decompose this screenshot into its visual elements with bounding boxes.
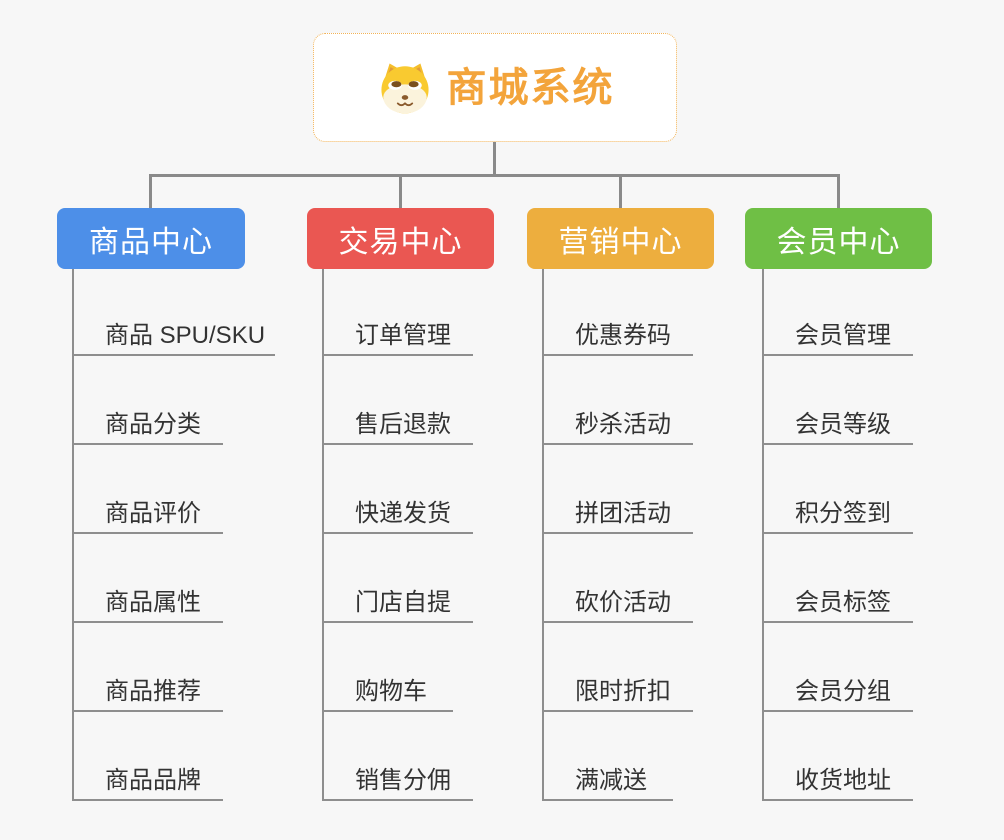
leaf-points-checkin[interactable]: 积分签到 — [762, 494, 913, 534]
leaf-product-category[interactable]: 商品分类 — [72, 405, 223, 445]
leaf-member-group[interactable]: 会员分组 — [762, 672, 913, 712]
leaf-member-level[interactable]: 会员等级 — [762, 405, 913, 445]
root-title: 商城系统 — [446, 65, 615, 110]
branch-trunk-2 — [322, 269, 324, 801]
branch-trunk-4 — [762, 269, 764, 801]
branch-node-member-center[interactable]: 会员中心 — [745, 208, 932, 269]
doge-icon — [380, 63, 429, 113]
root-node[interactable]: 商城系统 — [313, 33, 677, 142]
leaf-coupon-code[interactable]: 优惠券码 — [542, 316, 693, 356]
connector-drop-3 — [619, 174, 622, 210]
connector-drop-4 — [837, 174, 840, 210]
leaf-after-sale-refund[interactable]: 售后退款 — [322, 405, 473, 445]
leaf-member-management[interactable]: 会员管理 — [762, 316, 913, 356]
connector-drop-1 — [149, 174, 152, 210]
leaf-order-management[interactable]: 订单管理 — [322, 316, 473, 356]
leaf-express-delivery[interactable]: 快递发货 — [322, 494, 473, 534]
leaf-bargain-activity[interactable]: 砍价活动 — [542, 583, 693, 623]
leaf-flash-sale[interactable]: 秒杀活动 — [542, 405, 693, 445]
branch-node-product-center[interactable]: 商品中心 — [57, 208, 245, 269]
leaf-product-spu-sku[interactable]: 商品 SPU/SKU — [72, 316, 275, 356]
leaf-store-pickup[interactable]: 门店自提 — [322, 583, 473, 623]
connector-stem — [493, 141, 496, 177]
leaf-shopping-cart[interactable]: 购物车 — [322, 672, 453, 712]
branch-trunk-1 — [72, 269, 74, 801]
branch-node-marketing-center[interactable]: 营销中心 — [527, 208, 714, 269]
leaf-member-tag[interactable]: 会员标签 — [762, 583, 913, 623]
leaf-group-buy[interactable]: 拼团活动 — [542, 494, 693, 534]
leaf-sales-commission[interactable]: 销售分佣 — [322, 761, 473, 801]
leaf-product-recommend[interactable]: 商品推荐 — [72, 672, 223, 712]
connector-drop-2 — [399, 174, 402, 210]
leaf-product-review[interactable]: 商品评价 — [72, 494, 223, 534]
branch-node-trade-center[interactable]: 交易中心 — [307, 208, 494, 269]
leaf-product-attribute[interactable]: 商品属性 — [72, 583, 223, 623]
connector-horizontal — [149, 174, 840, 177]
leaf-limited-time-discount[interactable]: 限时折扣 — [542, 672, 693, 712]
leaf-shipping-address[interactable]: 收货地址 — [762, 761, 913, 801]
branch-trunk-3 — [542, 269, 544, 801]
leaf-product-brand[interactable]: 商品品牌 — [72, 761, 223, 801]
leaf-full-reduction[interactable]: 满减送 — [542, 761, 673, 801]
